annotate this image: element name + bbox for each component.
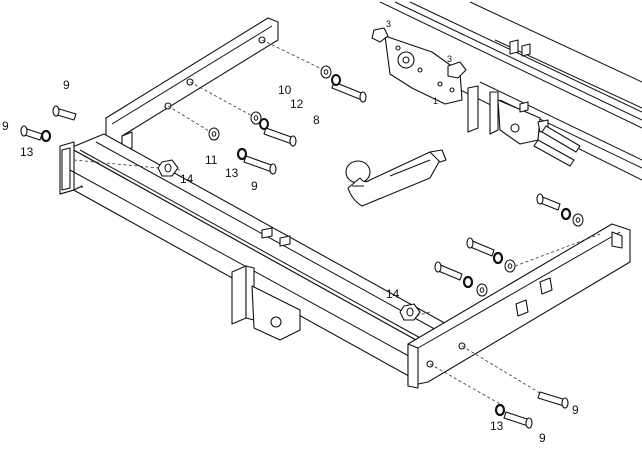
bolt-right-lower (434, 261, 463, 281)
callout-3-a: 3 (386, 19, 391, 29)
bolt-upper-10 (331, 81, 367, 103)
washers-upper (208, 65, 341, 161)
washers-right (462, 207, 584, 417)
bolt-right-upper (536, 193, 561, 211)
right-side-bracket (407, 223, 631, 389)
left-side-bracket (105, 17, 279, 151)
callout-14-right: 14 (386, 287, 400, 301)
washers-left (40, 129, 52, 143)
bolt-9-left-mid (20, 125, 43, 141)
bolt-right-mid (466, 237, 495, 257)
callout-9-centre: 9 (251, 179, 258, 193)
callout-11: 11 (205, 153, 218, 167)
nut-14-right (399, 303, 421, 321)
bolt-9-left-top (52, 105, 77, 121)
nut-14-left (157, 159, 179, 177)
bolt-9-bottom-right-b (503, 411, 533, 429)
callout-9-left-top: 9 (63, 78, 70, 92)
callout-14-left: 14 (180, 172, 194, 186)
callout-13-bottom: 13 (490, 419, 504, 433)
bolt-9-centre (243, 155, 277, 175)
callout-9-bottom-right-a: 9 (572, 403, 579, 417)
bolt-9-bottom-right-a (537, 391, 569, 409)
callout-1: 1 (433, 96, 438, 106)
callout-9-left-mid: 9 (2, 119, 9, 133)
callout-8: 8 (313, 113, 320, 127)
callout-12: 12 (290, 97, 304, 111)
callout-13-left: 13 (20, 145, 34, 159)
callout-10: 10 (278, 83, 292, 97)
vehicle-mount-plate (371, 27, 581, 167)
tow-ball-neck (345, 149, 447, 207)
bolt-8 (263, 127, 297, 147)
callout-9-bottom-right-b: 9 (539, 431, 546, 445)
callout-13-centre: 13 (225, 166, 239, 180)
centre-ball-mount-bracket (231, 227, 301, 341)
callout-3-b: 3 (447, 54, 452, 64)
callout-labels: 1 3 3 8 9 9 9 9 9 10 11 12 13 13 13 14 1… (2, 19, 579, 445)
